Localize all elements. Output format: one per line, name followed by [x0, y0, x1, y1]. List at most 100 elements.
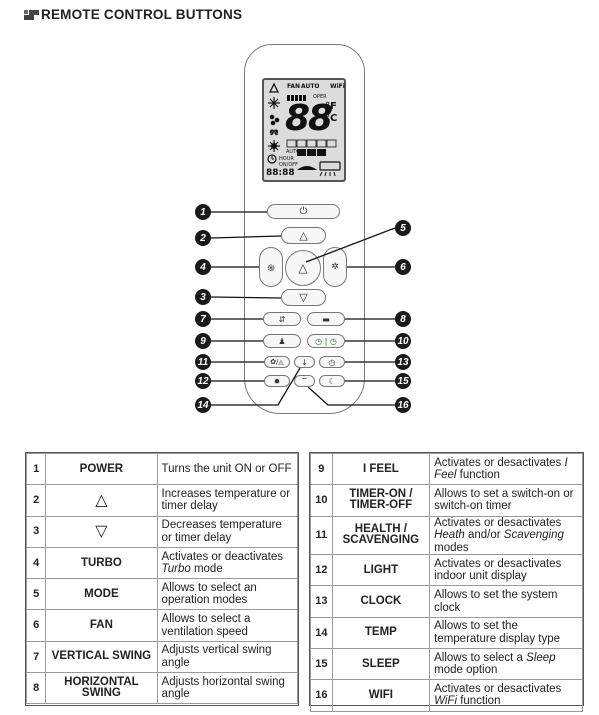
mode-button[interactable]: △	[285, 250, 321, 286]
lcd-wifi-label: WiFi	[330, 83, 345, 90]
lcd-fan-label: FAN	[287, 83, 301, 90]
description-text: and/or	[464, 529, 504, 542]
temp-up-button[interactable]: △	[281, 227, 326, 244]
power-icon: ⏻	[299, 206, 308, 217]
description-text: Activates or desactivates	[434, 516, 562, 529]
callout-13: 13	[395, 354, 411, 370]
button-name: TURBO	[45, 546, 158, 580]
callout-3: 3	[195, 289, 211, 305]
wifi-icon: ⌔	[300, 376, 309, 385]
button-name: △	[45, 484, 158, 517]
row-number: 8	[25, 672, 47, 705]
button-description: Activates or desactivates WiFi function	[429, 679, 583, 712]
fan-button[interactable]: ✲	[323, 247, 347, 287]
button-description: Activates or desactivates Heath and/or S…	[429, 515, 583, 556]
lcd-oper-label: OPER	[313, 94, 327, 100]
button-description: Activates or desactivates I Feel functio…	[429, 452, 583, 486]
row-number: 12	[310, 554, 333, 587]
row-number: 1	[25, 452, 47, 486]
lcd-unit-f: °F	[325, 101, 337, 112]
callout-4: 4	[195, 259, 211, 275]
power-button[interactable]: ⏻	[267, 204, 340, 219]
ifeel-button[interactable]: ♟	[263, 334, 301, 348]
button-description: Allows to select a Sleep mode option	[429, 647, 583, 681]
button-description: Turns the unit ON or OFF	[156, 452, 299, 486]
button-description: Allows to set the temperature display ty…	[429, 616, 583, 649]
turbo-icon: ֍	[267, 263, 275, 274]
button-name: TIMER-ON / TIMER-OFF	[331, 484, 431, 517]
callout-10: 10	[395, 333, 411, 349]
button-name: HORIZONTAL SWING	[45, 672, 158, 705]
button-name: FAN	[45, 609, 158, 642]
row-number: 5	[25, 578, 47, 611]
description-text: Adjusts horizontal swing angle	[161, 675, 285, 701]
row-number: 9	[310, 452, 333, 486]
button-name: ▽	[45, 515, 158, 548]
button-description: Activates or deactivates Turbo mode	[156, 546, 299, 580]
clock-button[interactable]: ◷	[319, 356, 345, 368]
row-number: 10	[310, 484, 333, 517]
health-icon: ✿/◬	[270, 358, 284, 366]
row-number: 14	[310, 616, 333, 649]
description-text: Activates or deactivates	[161, 550, 283, 563]
lcd-temp-digits: 88	[285, 98, 333, 139]
button-name: TEMP	[331, 616, 431, 649]
horizontal-swing-icon: ▬	[322, 314, 330, 324]
table-row: 2△Increases temperature or timer delay	[25, 484, 299, 517]
button-description: Adjusts horizontal swing angle	[156, 672, 299, 705]
button-description: Increases temperature or timer delay	[156, 484, 299, 517]
callout-14: 14	[195, 397, 211, 413]
row-number: 11	[310, 515, 333, 556]
row-number: 4	[25, 546, 47, 580]
description-text: function	[456, 469, 500, 482]
row-number: 16	[310, 679, 333, 712]
description-text: Adjusts vertical swing angle	[161, 644, 272, 669]
button-name: POWER	[45, 452, 158, 486]
button-name: VERTICAL SWING	[45, 640, 158, 674]
vertical-swing-icon: ⇵	[278, 314, 286, 324]
description-text: Allows to set the temperature display ty…	[434, 620, 561, 645]
health-button[interactable]: ✿/◬	[264, 356, 290, 368]
row-number: 2	[25, 484, 47, 517]
row-number: 3	[25, 515, 47, 548]
description-text: modes	[434, 541, 469, 554]
button-description: Allows to set a switch-on or switch-on t…	[429, 484, 583, 517]
lcd-auto-small: AUTO	[286, 149, 301, 155]
temp-icon: ↓	[301, 357, 308, 367]
description-text: Activates or desactivates indoor unit di…	[434, 557, 562, 583]
horizontal-swing-button[interactable]: ▬	[307, 312, 345, 326]
mode-icon: △	[298, 261, 308, 275]
temp-button[interactable]: ↓	[294, 356, 315, 368]
vertical-swing-button[interactable]: ⇵	[263, 312, 301, 326]
sleep-button[interactable]: ☾	[319, 375, 345, 387]
row-number: 7	[25, 640, 47, 674]
timer-button[interactable]: ◷ | ◷	[307, 334, 345, 348]
callout-9: 9	[195, 333, 211, 349]
section-title: REMOTE CONTROL BUTTONS	[41, 7, 243, 22]
wifi-button[interactable]: ⌔	[294, 375, 315, 387]
light-button[interactable]: ✹	[264, 375, 290, 387]
row-number: 13	[310, 585, 333, 618]
section-header: REMOTE CONTROL BUTTONS	[24, 7, 242, 22]
description-text: Activates or desactivates	[434, 682, 562, 695]
description-text: Allows to set the system clock	[434, 589, 558, 614]
turbo-button[interactable]: ֍	[259, 247, 283, 287]
description-text: Turns the unit ON or OFF	[161, 462, 292, 475]
fan-icon: ✲	[331, 262, 339, 272]
callout-5: 5	[395, 220, 411, 236]
callout-8: 8	[395, 311, 411, 327]
callout-7: 7	[195, 311, 211, 327]
temp-down-button[interactable]: ▽	[281, 289, 326, 306]
section-bullet-icon	[24, 9, 34, 20]
down-arrow-icon: ▽	[299, 291, 308, 304]
